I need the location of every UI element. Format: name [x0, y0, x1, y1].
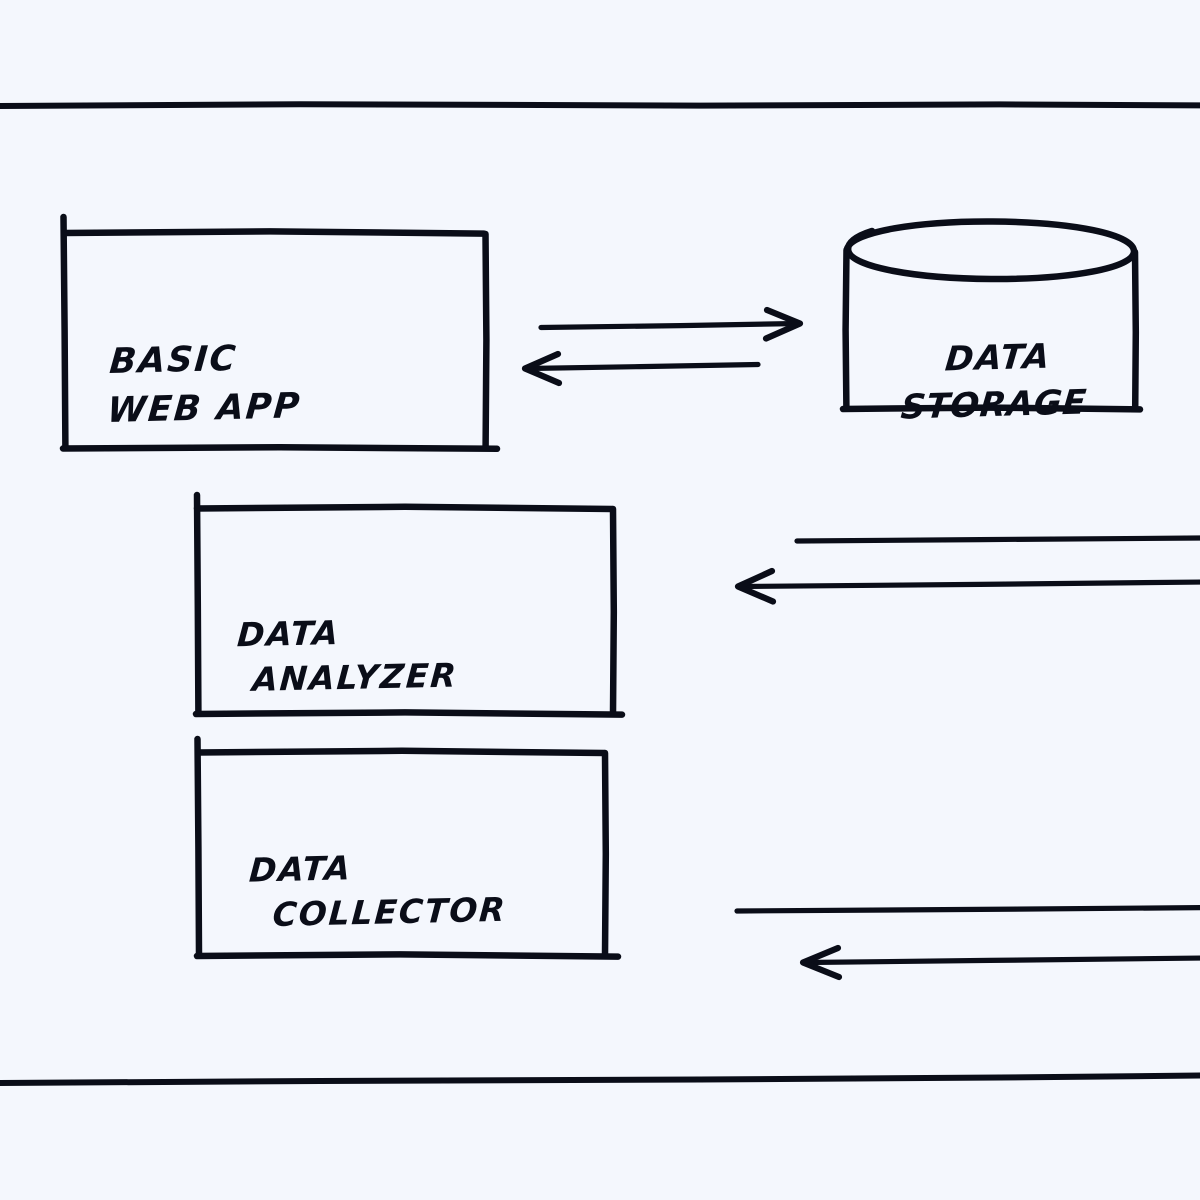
collector-inbound-arrowhead: [799, 944, 843, 981]
web-app-to-storage-line: [538, 320, 801, 331]
connector-analyzer-inbound[interactable]: [734, 567, 1200, 605]
analyzer-inbound-arrowhead: [734, 567, 777, 605]
data-storage-left-wall: [842, 246, 850, 412]
top-rule: [0, 101, 1200, 109]
storage-to-web-app-arrowhead: [521, 350, 563, 387]
connector-collector-outbound[interactable]: [734, 905, 1200, 914]
collector-outbound-line: [734, 905, 1200, 914]
web-app-box-left: [60, 213, 69, 451]
data-storage-bottom: [839, 404, 1144, 413]
web-app-to-storage-arrowhead: [762, 306, 804, 342]
analyzer-inbound-line: [738, 579, 1200, 590]
analyzer-outbound-line: [794, 535, 1200, 544]
node-data-storage[interactable]: [839, 218, 1144, 413]
node-web-app[interactable]: [59, 213, 501, 453]
bottom-rule: [0, 1072, 1200, 1086]
connector-web-app-to-storage[interactable]: [538, 306, 804, 342]
web-app-box-right: [482, 230, 490, 450]
collector-inbound-line: [803, 955, 1200, 966]
storage-to-web-app-line: [524, 361, 761, 372]
node-data-collector[interactable]: [193, 735, 622, 960]
data-storage-right-wall: [1131, 248, 1140, 413]
data-storage-top-ellipse: [843, 218, 1138, 283]
connector-storage-to-web-app[interactable]: [521, 350, 761, 387]
web-app-box-bottom: [59, 443, 501, 453]
data-analyzer-box-top: [193, 503, 616, 513]
data-analyzer-box-bottom: [192, 709, 626, 718]
data-collector-box-top: [194, 747, 608, 757]
connector-collector-inbound[interactable]: [799, 944, 1200, 981]
data-analyzer-box-left: [193, 491, 202, 717]
node-data-analyzer[interactable]: [192, 491, 626, 718]
data-collector-box-left: [194, 735, 203, 959]
data-collector-box-bottom: [193, 951, 622, 960]
data-analyzer-box-right: [609, 505, 618, 718]
connector-analyzer-outbound[interactable]: [794, 535, 1200, 544]
web-app-box-top: [60, 228, 488, 237]
data-collector-box-right: [601, 749, 610, 960]
